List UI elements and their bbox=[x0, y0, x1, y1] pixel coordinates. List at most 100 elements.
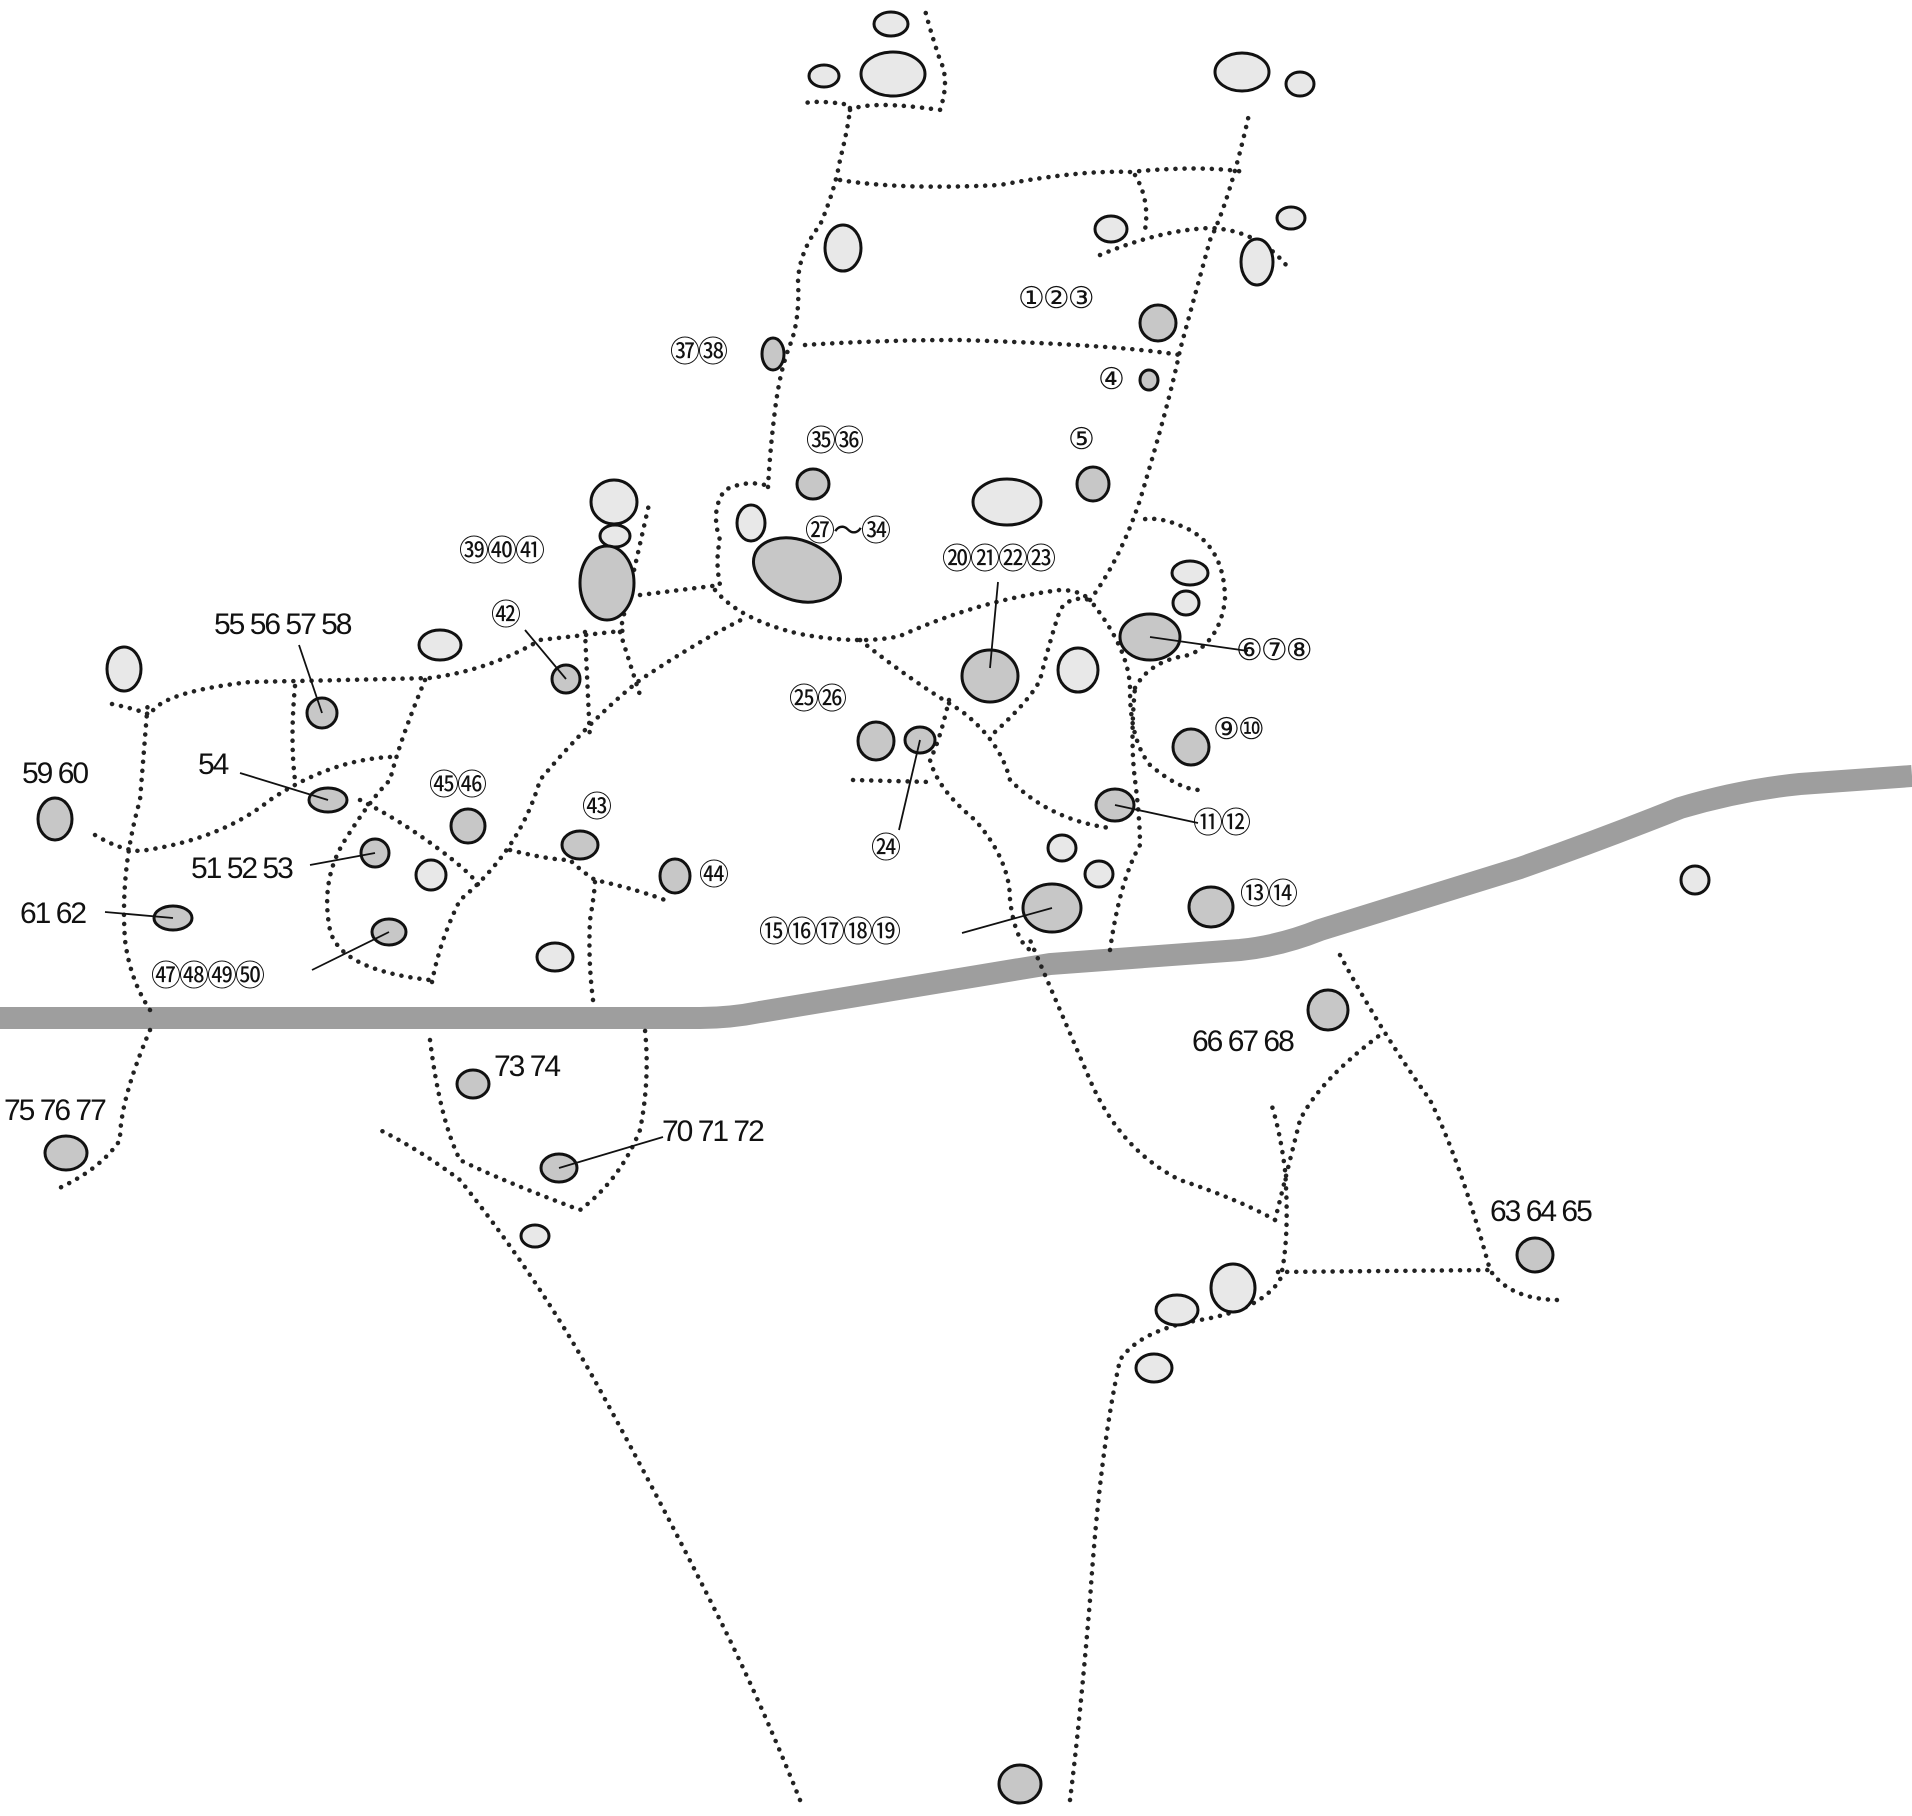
label-boulder-73-74: 73 74 bbox=[494, 1050, 560, 1083]
boulder bbox=[1284, 70, 1316, 98]
boulder-4[interactable] bbox=[1138, 368, 1160, 392]
trail bbox=[1132, 172, 1149, 233]
road bbox=[0, 765, 1912, 1029]
boulder-73-74[interactable] bbox=[455, 1068, 491, 1100]
boulder bbox=[1154, 1293, 1200, 1327]
boulder-59-60[interactable] bbox=[36, 796, 74, 842]
boulder-37-38[interactable] bbox=[760, 336, 786, 372]
label-boulder-37-38: ㊲㊳ bbox=[670, 336, 727, 369]
boulder-63-65[interactable] bbox=[1515, 1236, 1555, 1274]
label-boulder-47-50: ㊼㊽㊾㊿ bbox=[151, 960, 264, 993]
trail bbox=[121, 697, 153, 1013]
boulder bbox=[598, 523, 632, 549]
numbered-boulders bbox=[36, 303, 1555, 1805]
boulder bbox=[1679, 864, 1711, 896]
trail bbox=[847, 7, 948, 113]
label-boulder-54: 54 bbox=[198, 748, 229, 781]
leader-line bbox=[311, 931, 390, 971]
trail bbox=[429, 615, 748, 985]
boulder-45-46[interactable] bbox=[449, 807, 487, 845]
trail bbox=[850, 777, 933, 785]
label-boulder-61-62: 61 62 bbox=[20, 897, 86, 930]
trail bbox=[637, 481, 768, 598]
trail bbox=[1027, 937, 1278, 1223]
boulder bbox=[105, 645, 143, 693]
trail bbox=[1087, 107, 1253, 603]
label-boulder-15-19: ⑮⑯⑰⑱⑲ bbox=[759, 916, 900, 949]
label-boulder-27-34: ㉗～㉞ bbox=[805, 515, 890, 548]
boulder bbox=[417, 628, 463, 662]
trail bbox=[857, 637, 1113, 831]
boulder-39-41[interactable] bbox=[578, 544, 636, 622]
trail bbox=[837, 166, 1248, 189]
label-boulder-59-60: 59 60 bbox=[22, 757, 88, 790]
label-boulder-44: ㊹ bbox=[699, 859, 728, 892]
boulder-35-36[interactable] bbox=[795, 467, 831, 501]
boulder bbox=[1171, 589, 1201, 617]
leader-line bbox=[961, 907, 1053, 934]
label-boulder-6-8: ⑥⑦⑧ bbox=[1236, 634, 1311, 667]
boulder-1-3[interactable] bbox=[1138, 303, 1178, 343]
boulder bbox=[1239, 237, 1275, 287]
label-boulder-70-72: 70 71 72 bbox=[662, 1115, 764, 1148]
boulder-labels: ①②③ ④ ⑤ ⑥⑦⑧ ⑨⑩ ⑪⑫ ⑬⑭ ⑮⑯⑰⑱⑲ ⑳㉑㉒㉓ ㉔ ㉕㉖ ㉗～㉞… bbox=[4, 282, 1594, 1228]
leader-line bbox=[524, 629, 567, 680]
boulder bbox=[519, 1223, 551, 1249]
label-boulder-63-65: 63 64 65 bbox=[1490, 1195, 1592, 1228]
boulder-44[interactable] bbox=[658, 857, 692, 895]
label-boulder-24: ㉔ bbox=[871, 832, 900, 865]
boulder bbox=[971, 477, 1043, 527]
boulder bbox=[1056, 646, 1100, 694]
boulder bbox=[807, 63, 841, 89]
leader-lines bbox=[104, 581, 1249, 1169]
leader-line bbox=[989, 581, 999, 669]
boulder-25-26[interactable] bbox=[856, 720, 896, 762]
trail bbox=[1067, 1097, 1289, 1803]
boulder-bottom[interactable] bbox=[997, 1763, 1043, 1805]
boulder bbox=[535, 941, 575, 973]
trail bbox=[1107, 685, 1143, 953]
trail bbox=[507, 847, 673, 905]
trail bbox=[802, 337, 1183, 358]
boulder bbox=[1134, 1352, 1174, 1384]
trail bbox=[712, 587, 1093, 643]
boulder-20-23[interactable] bbox=[960, 648, 1020, 704]
leader-line bbox=[558, 1136, 664, 1169]
trail bbox=[324, 677, 433, 983]
trails bbox=[52, 7, 1563, 1803]
boulder bbox=[823, 223, 863, 273]
label-boulder-45-46: ㊺㊻ bbox=[429, 769, 486, 802]
trail bbox=[587, 877, 598, 1003]
trail bbox=[92, 754, 393, 854]
label-boulder-75-77: 75 76 77 bbox=[4, 1094, 106, 1127]
label-boulder-51-53: 51 52 53 bbox=[191, 852, 293, 885]
trail bbox=[377, 1127, 803, 1803]
boulder-13-14[interactable] bbox=[1187, 885, 1235, 929]
trail bbox=[109, 627, 633, 719]
label-boulder-13-14: ⑬⑭ bbox=[1240, 878, 1297, 911]
trail bbox=[582, 497, 653, 743]
label-boulder-35-36: ㉟㊱ bbox=[806, 425, 863, 458]
trail bbox=[427, 1027, 649, 1213]
trail bbox=[765, 99, 853, 490]
boulder-66-68[interactable] bbox=[1306, 988, 1350, 1032]
label-boulder-66-68: 66 67 68 bbox=[1192, 1025, 1294, 1058]
label-boulder-20-23: ⑳㉑㉒㉓ bbox=[942, 543, 1055, 576]
leader-line bbox=[309, 852, 376, 866]
label-boulder-55-58: 55 56 57 58 bbox=[214, 608, 352, 641]
boulder bbox=[1213, 51, 1271, 93]
boulder-9-10[interactable] bbox=[1171, 727, 1211, 767]
boulder bbox=[414, 858, 448, 892]
boulder-75-77[interactable] bbox=[43, 1134, 89, 1172]
leader-line bbox=[104, 911, 174, 919]
trail bbox=[1275, 1267, 1496, 1275]
trail bbox=[290, 683, 298, 783]
boulder-27-34[interactable] bbox=[744, 526, 849, 613]
boulder bbox=[872, 10, 910, 38]
boulder-43[interactable] bbox=[560, 829, 600, 861]
leader-line bbox=[239, 772, 329, 801]
boulder-5[interactable] bbox=[1075, 465, 1111, 503]
label-boulder-5: ⑤ bbox=[1068, 423, 1093, 456]
trail bbox=[927, 697, 1033, 953]
label-boulder-1-3: ①②③ bbox=[1018, 282, 1093, 315]
